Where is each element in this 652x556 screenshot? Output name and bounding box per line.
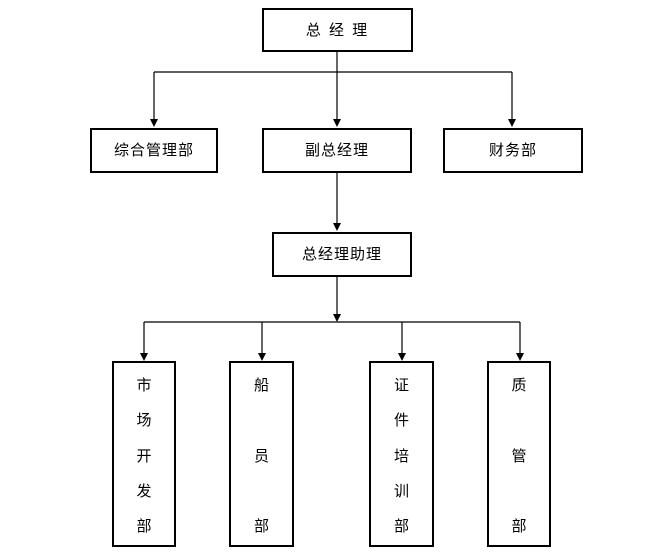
node-quality-dept: 质管部 [487,361,551,547]
arrowhead-crew [258,353,266,361]
arrowhead-rail [333,314,341,322]
node-deputy-gm: 副总经理 [262,128,412,173]
node-market-dev-dept: 市场开发部 [112,361,176,547]
node-gm-assistant-label: 总经理助理 [301,246,382,263]
node-finance-dept-label: 财务部 [488,142,537,159]
arrowhead-deputy [333,119,341,127]
node-deputy-gm-label: 副总经理 [304,142,369,159]
node-gm-assistant: 总经理助理 [272,232,412,277]
node-cert-training-dept: 证件培训部 [369,361,434,547]
node-finance-dept: 财务部 [443,128,583,173]
arrowhead-finance [508,119,516,127]
node-admin-dept: 综合管理部 [90,128,218,173]
arrowhead-market [140,353,148,361]
node-quality-dept-label: 质管部 [511,377,527,535]
arrowhead-assistant [333,223,341,231]
node-market-dev-dept-label: 市场开发部 [136,377,152,535]
arrowhead-cert [398,353,406,361]
arrowhead-quality [516,353,524,361]
node-crew-dept-label: 船员部 [253,377,269,535]
node-general-manager: 总 经 理 [262,8,413,52]
arrowhead-admin [150,119,158,127]
node-general-manager-label: 总 经 理 [305,21,370,39]
node-cert-training-dept-label: 证件培训部 [393,377,409,535]
node-admin-dept-label: 综合管理部 [113,142,194,159]
node-crew-dept: 船员部 [229,361,294,547]
